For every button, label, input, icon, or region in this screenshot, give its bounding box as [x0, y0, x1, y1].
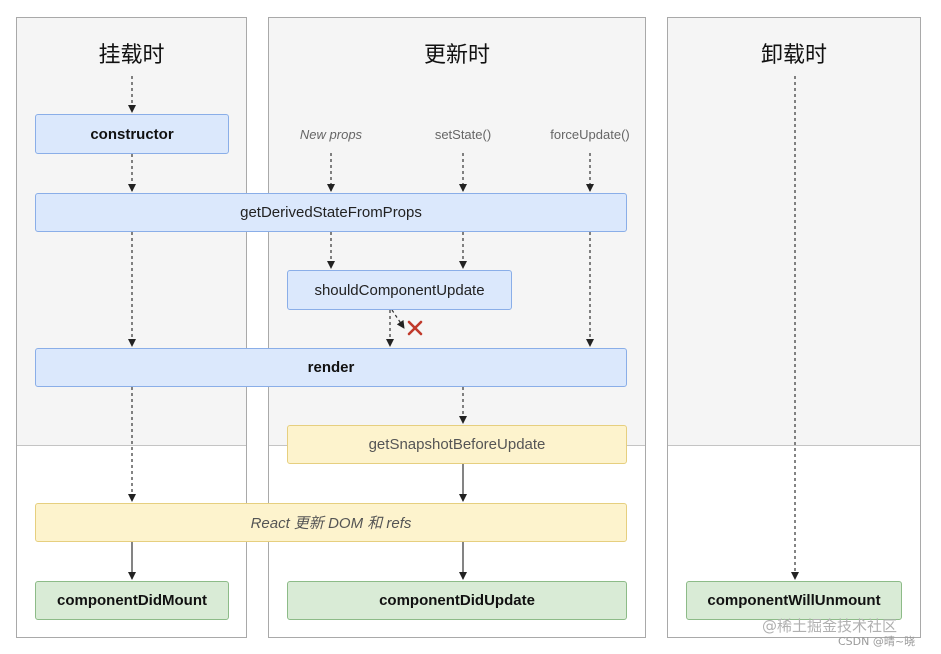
node-component-will-unmount: componentWillUnmount	[686, 581, 902, 620]
unmount-column	[667, 17, 921, 638]
trigger-set-state: setState()	[434, 127, 492, 142]
node-get-snapshot-before-update: getSnapshotBeforeUpdate	[287, 425, 627, 464]
mount-phase-divider	[17, 445, 246, 446]
watermark-brand: @稀土掘金技术社区	[762, 617, 898, 635]
node-should-component-update: shouldComponentUpdate	[287, 270, 512, 310]
update-column-title: 更新时	[423, 43, 490, 68]
unmount-phase-divider	[668, 445, 920, 446]
node-component-did-mount: componentDidMount	[35, 581, 229, 620]
node-react-update-dom-and-refs: React 更新 DOM 和 refs	[35, 503, 627, 542]
arrow-should-to-cancel	[391, 309, 405, 329]
mount-column-title: 挂载时	[98, 43, 165, 68]
node-render: render	[35, 348, 627, 387]
trigger-force-update: forceUpdate()	[550, 127, 630, 142]
node-component-did-update: componentDidUpdate	[287, 581, 627, 620]
mount-column	[16, 17, 247, 638]
node-get-derived-state-from-props: getDerivedStateFromProps	[35, 193, 627, 232]
unmount-column-title: 卸载时	[760, 43, 827, 68]
node-constructor: constructor	[35, 114, 229, 154]
cancel-x-icon	[407, 320, 423, 336]
update-column	[268, 17, 646, 638]
watermark-source: CSDN @晴~晓	[838, 635, 916, 648]
unmount-render-phase-area	[668, 18, 920, 445]
trigger-new-props: New props	[299, 127, 363, 142]
